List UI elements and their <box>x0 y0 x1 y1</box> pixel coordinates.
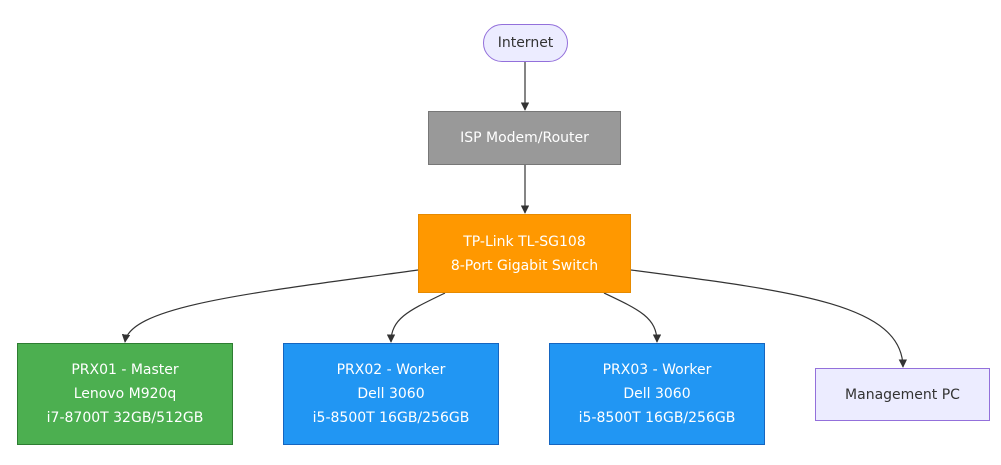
switch-node: TP-Link TL-SG108 8-Port Gigabit Switch <box>418 214 631 293</box>
edge-switch-to-prx01 <box>121 269 419 343</box>
switch-model-label: TP-Link TL-SG108 <box>463 233 586 250</box>
switch-description-label: 8-Port Gigabit Switch <box>450 257 599 274</box>
management-pc-node: Management PC <box>815 368 990 421</box>
edge-switch-to-prx03 <box>603 292 662 343</box>
isp-router-label: ISP Modem/Router <box>460 130 589 146</box>
prx03-node: PRX03 - Worker Dell 3060 i5-8500T 16GB/2… <box>549 343 765 445</box>
prx02-node: PRX02 - Worker Dell 3060 i5-8500T 16GB/2… <box>283 343 499 445</box>
prx02-model-label: Dell 3060 <box>357 386 425 402</box>
prx01-node: PRX01 - Master Lenovo M920q i7-8700T 32G… <box>17 343 233 445</box>
prx01-specs-label: i7-8700T 32GB/512GB <box>46 410 204 426</box>
prx01-model-label: Lenovo M920q <box>73 386 177 402</box>
isp-router-node: ISP Modem/Router <box>428 111 621 165</box>
prx01-name-label: PRX01 - Master <box>71 362 179 378</box>
internet-label: Internet <box>497 35 554 51</box>
prx02-name-label: PRX02 - Worker <box>336 362 446 378</box>
prx03-name-label: PRX03 - Worker <box>602 362 712 378</box>
prx02-specs-label: i5-8500T 16GB/256GB <box>312 410 470 426</box>
internet-node: Internet <box>483 24 568 62</box>
prx03-specs-label: i5-8500T 16GB/256GB <box>578 410 736 426</box>
edge-switch-to-prx02 <box>386 292 446 343</box>
prx03-model-label: Dell 3060 <box>623 386 691 402</box>
management-pc-label: Management PC <box>845 386 960 403</box>
edge-switch-to-mgmt <box>630 269 908 368</box>
